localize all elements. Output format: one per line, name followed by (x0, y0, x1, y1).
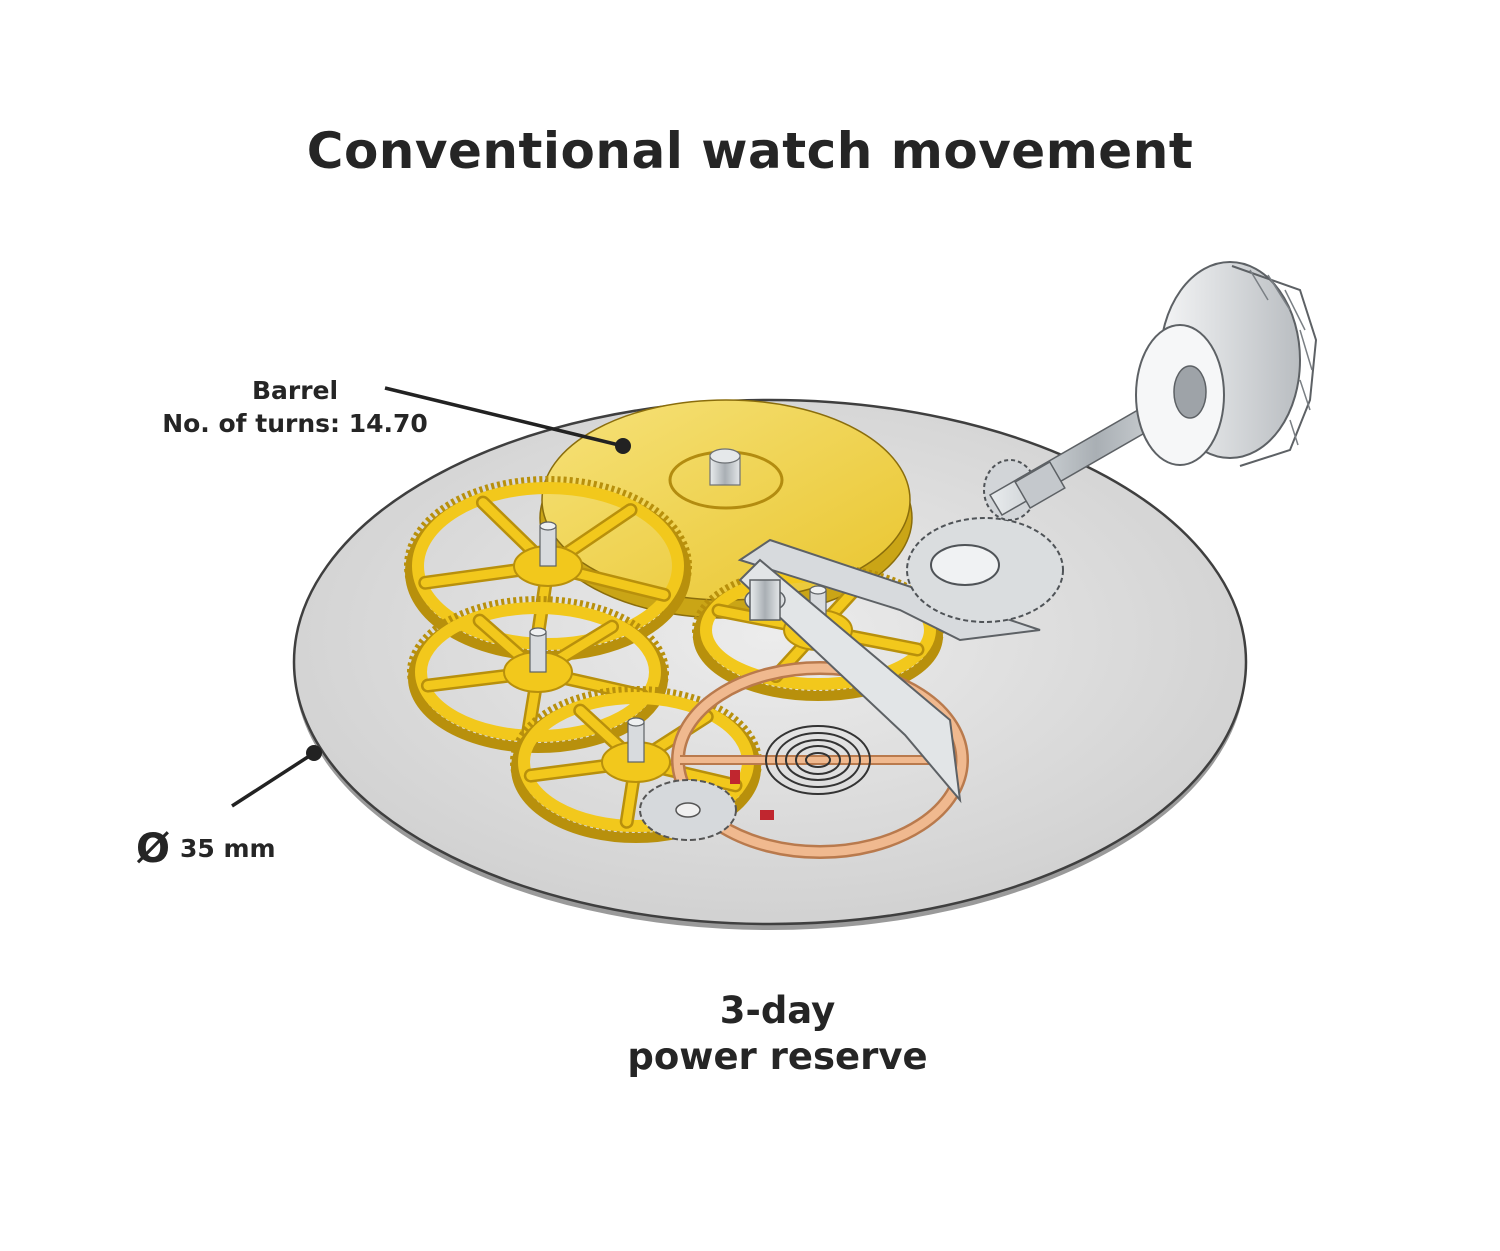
diameter-value: 35 mm (180, 834, 276, 863)
fourth-wheel (510, 686, 762, 843)
barrel-turns: No. of turns: 14.70 (162, 409, 428, 438)
winding-wheels (906, 459, 1064, 623)
gear-train (404, 476, 944, 843)
crown (1135, 261, 1318, 467)
barrel-leader (384, 386, 631, 454)
barrel-label: Barrel No. of turns: 14.70 (150, 374, 440, 440)
escape-wheel (639, 770, 774, 841)
diameter-leader (231, 745, 322, 808)
third-wheel (407, 596, 669, 753)
power-reserve-line2: power reserve (627, 1035, 928, 1078)
barrel-name: Barrel (251, 376, 339, 405)
balance-bridge (671, 661, 969, 859)
diagram-title: Conventional watch movement (306, 122, 1194, 180)
hairspring (765, 725, 871, 795)
power-reserve-label: 3-day power reserve (550, 988, 1005, 1080)
diameter-symbol: Ø (136, 826, 171, 872)
diameter-label: Ø 35 mm (136, 826, 276, 872)
power-reserve-line1: 3-day (719, 989, 836, 1032)
